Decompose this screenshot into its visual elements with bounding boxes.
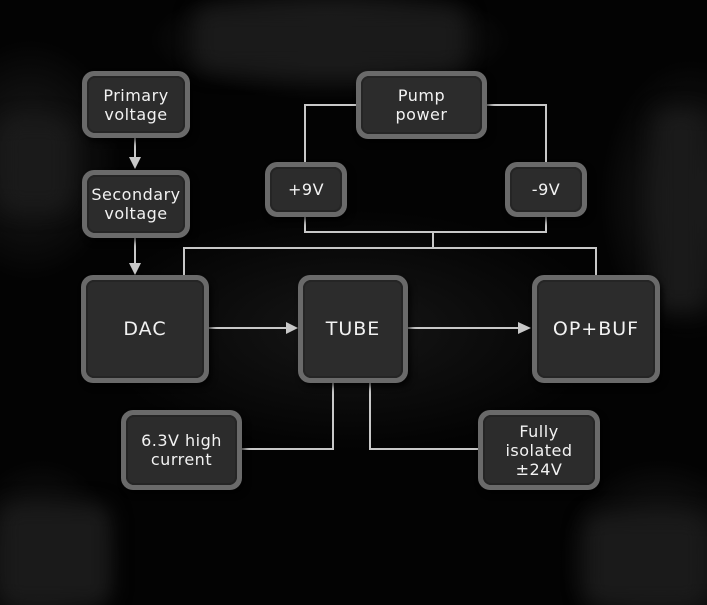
node-6v3-high-current: 6.3V high current (121, 410, 242, 490)
edge-tube-to-6v3 (242, 383, 334, 450)
node-secondary-voltage-label: Secondary voltage (87, 175, 185, 233)
node-op-buf-label: OP+BUF (537, 280, 655, 378)
background-blur-shape (0, 120, 70, 210)
arrowhead-icon (129, 157, 141, 169)
node-fully-isolated-24v: Fully isolated ±24V (478, 410, 600, 490)
edge-pump-to-plus9v (304, 104, 358, 163)
arrowhead-icon (286, 322, 298, 334)
arrowhead-icon (129, 263, 141, 275)
edge-9v-bus (304, 216, 547, 233)
node-dac: DAC (81, 275, 209, 383)
node-dac-label: DAC (86, 280, 204, 378)
node-primary-voltage-label: Primary voltage (87, 76, 185, 133)
background-blur-shape (585, 515, 707, 605)
node-plus-9v-label: +9V (270, 167, 342, 212)
arrowhead-icon (518, 322, 531, 334)
node-op-buf: OP+BUF (532, 275, 660, 383)
background-blur-shape (0, 505, 110, 605)
edge-9v-to-dac-opbuf (183, 247, 597, 276)
background-blur-shape (655, 110, 707, 310)
node-6v3-high-current-label: 6.3V high current (126, 415, 237, 485)
node-pump-power-label: Pump power (361, 76, 482, 134)
edge-tube-to-isolated (369, 383, 478, 450)
node-tube-label: TUBE (303, 280, 403, 378)
node-primary-voltage: Primary voltage (82, 71, 190, 138)
edge-pump-to-minus9v (485, 104, 547, 163)
node-fully-isolated-24v-label: Fully isolated ±24V (483, 415, 595, 485)
node-secondary-voltage: Secondary voltage (82, 170, 190, 238)
node-plus-9v: +9V (265, 162, 347, 217)
node-minus-9v: -9V (505, 162, 587, 217)
node-minus-9v-label: -9V (510, 167, 582, 212)
node-tube: TUBE (298, 275, 408, 383)
background-blur-shape (195, 8, 465, 70)
node-pump-power: Pump power (356, 71, 487, 139)
